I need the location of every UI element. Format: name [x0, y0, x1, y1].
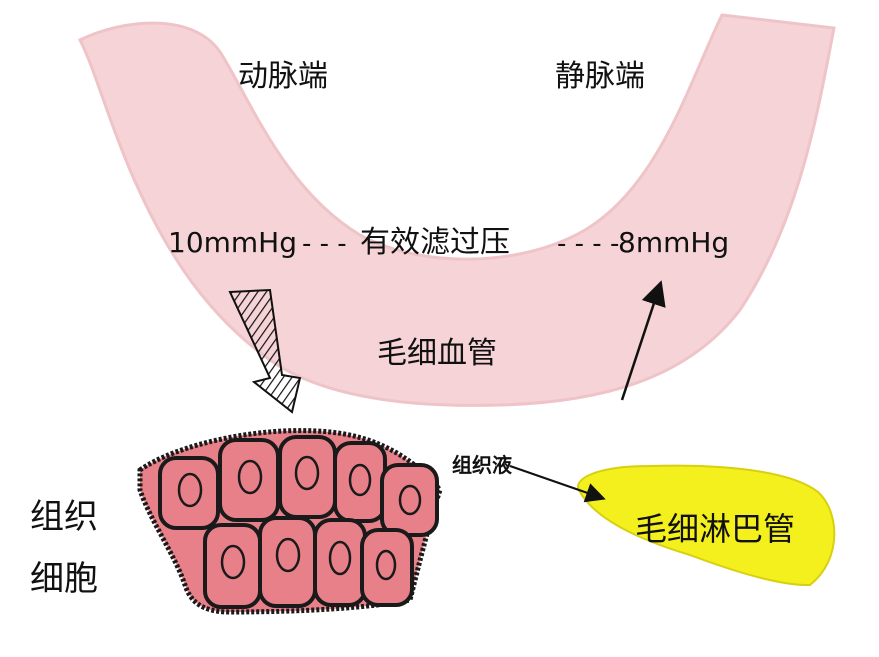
cell-nucleus [398, 484, 422, 516]
reabsorption-arrow [620, 280, 666, 401]
cell-nucleus [177, 472, 203, 508]
pressure-dash-left: - - - [302, 229, 347, 259]
cell-nucleus [294, 455, 320, 491]
venous-end-label: 静脉端 [555, 59, 645, 94]
cell-nucleus [328, 540, 352, 576]
tissue-cells [137, 428, 443, 615]
arterial-pressure-label: 10mmHg [168, 226, 297, 259]
venous-pressure-label: 8mmHg [618, 226, 729, 259]
effective-filtration-pressure-label: 有效滤过压 [360, 225, 510, 260]
capillary-label: 毛细血管 [377, 336, 497, 371]
lymph-capillary-label: 毛细淋巴管 [635, 510, 795, 548]
arterial-end-label: 动脉端 [238, 59, 328, 94]
cell-nucleus [348, 463, 372, 497]
cell-nucleus [220, 544, 246, 580]
filtration-arrow [228, 288, 302, 414]
tissue-cells-label-line1: 组织 [30, 497, 98, 537]
tissue-fluid-label: 组织液 [452, 453, 513, 477]
cell-nucleus [237, 459, 263, 495]
tissue-cells-label-line2: 细胞 [30, 559, 98, 599]
pressure-dash-right: - - - - [557, 229, 619, 259]
tissue-fluid-arrow [509, 465, 606, 503]
cell-nucleus [375, 549, 397, 581]
lymph-capillary [577, 464, 836, 587]
cell-nucleus [275, 537, 301, 573]
